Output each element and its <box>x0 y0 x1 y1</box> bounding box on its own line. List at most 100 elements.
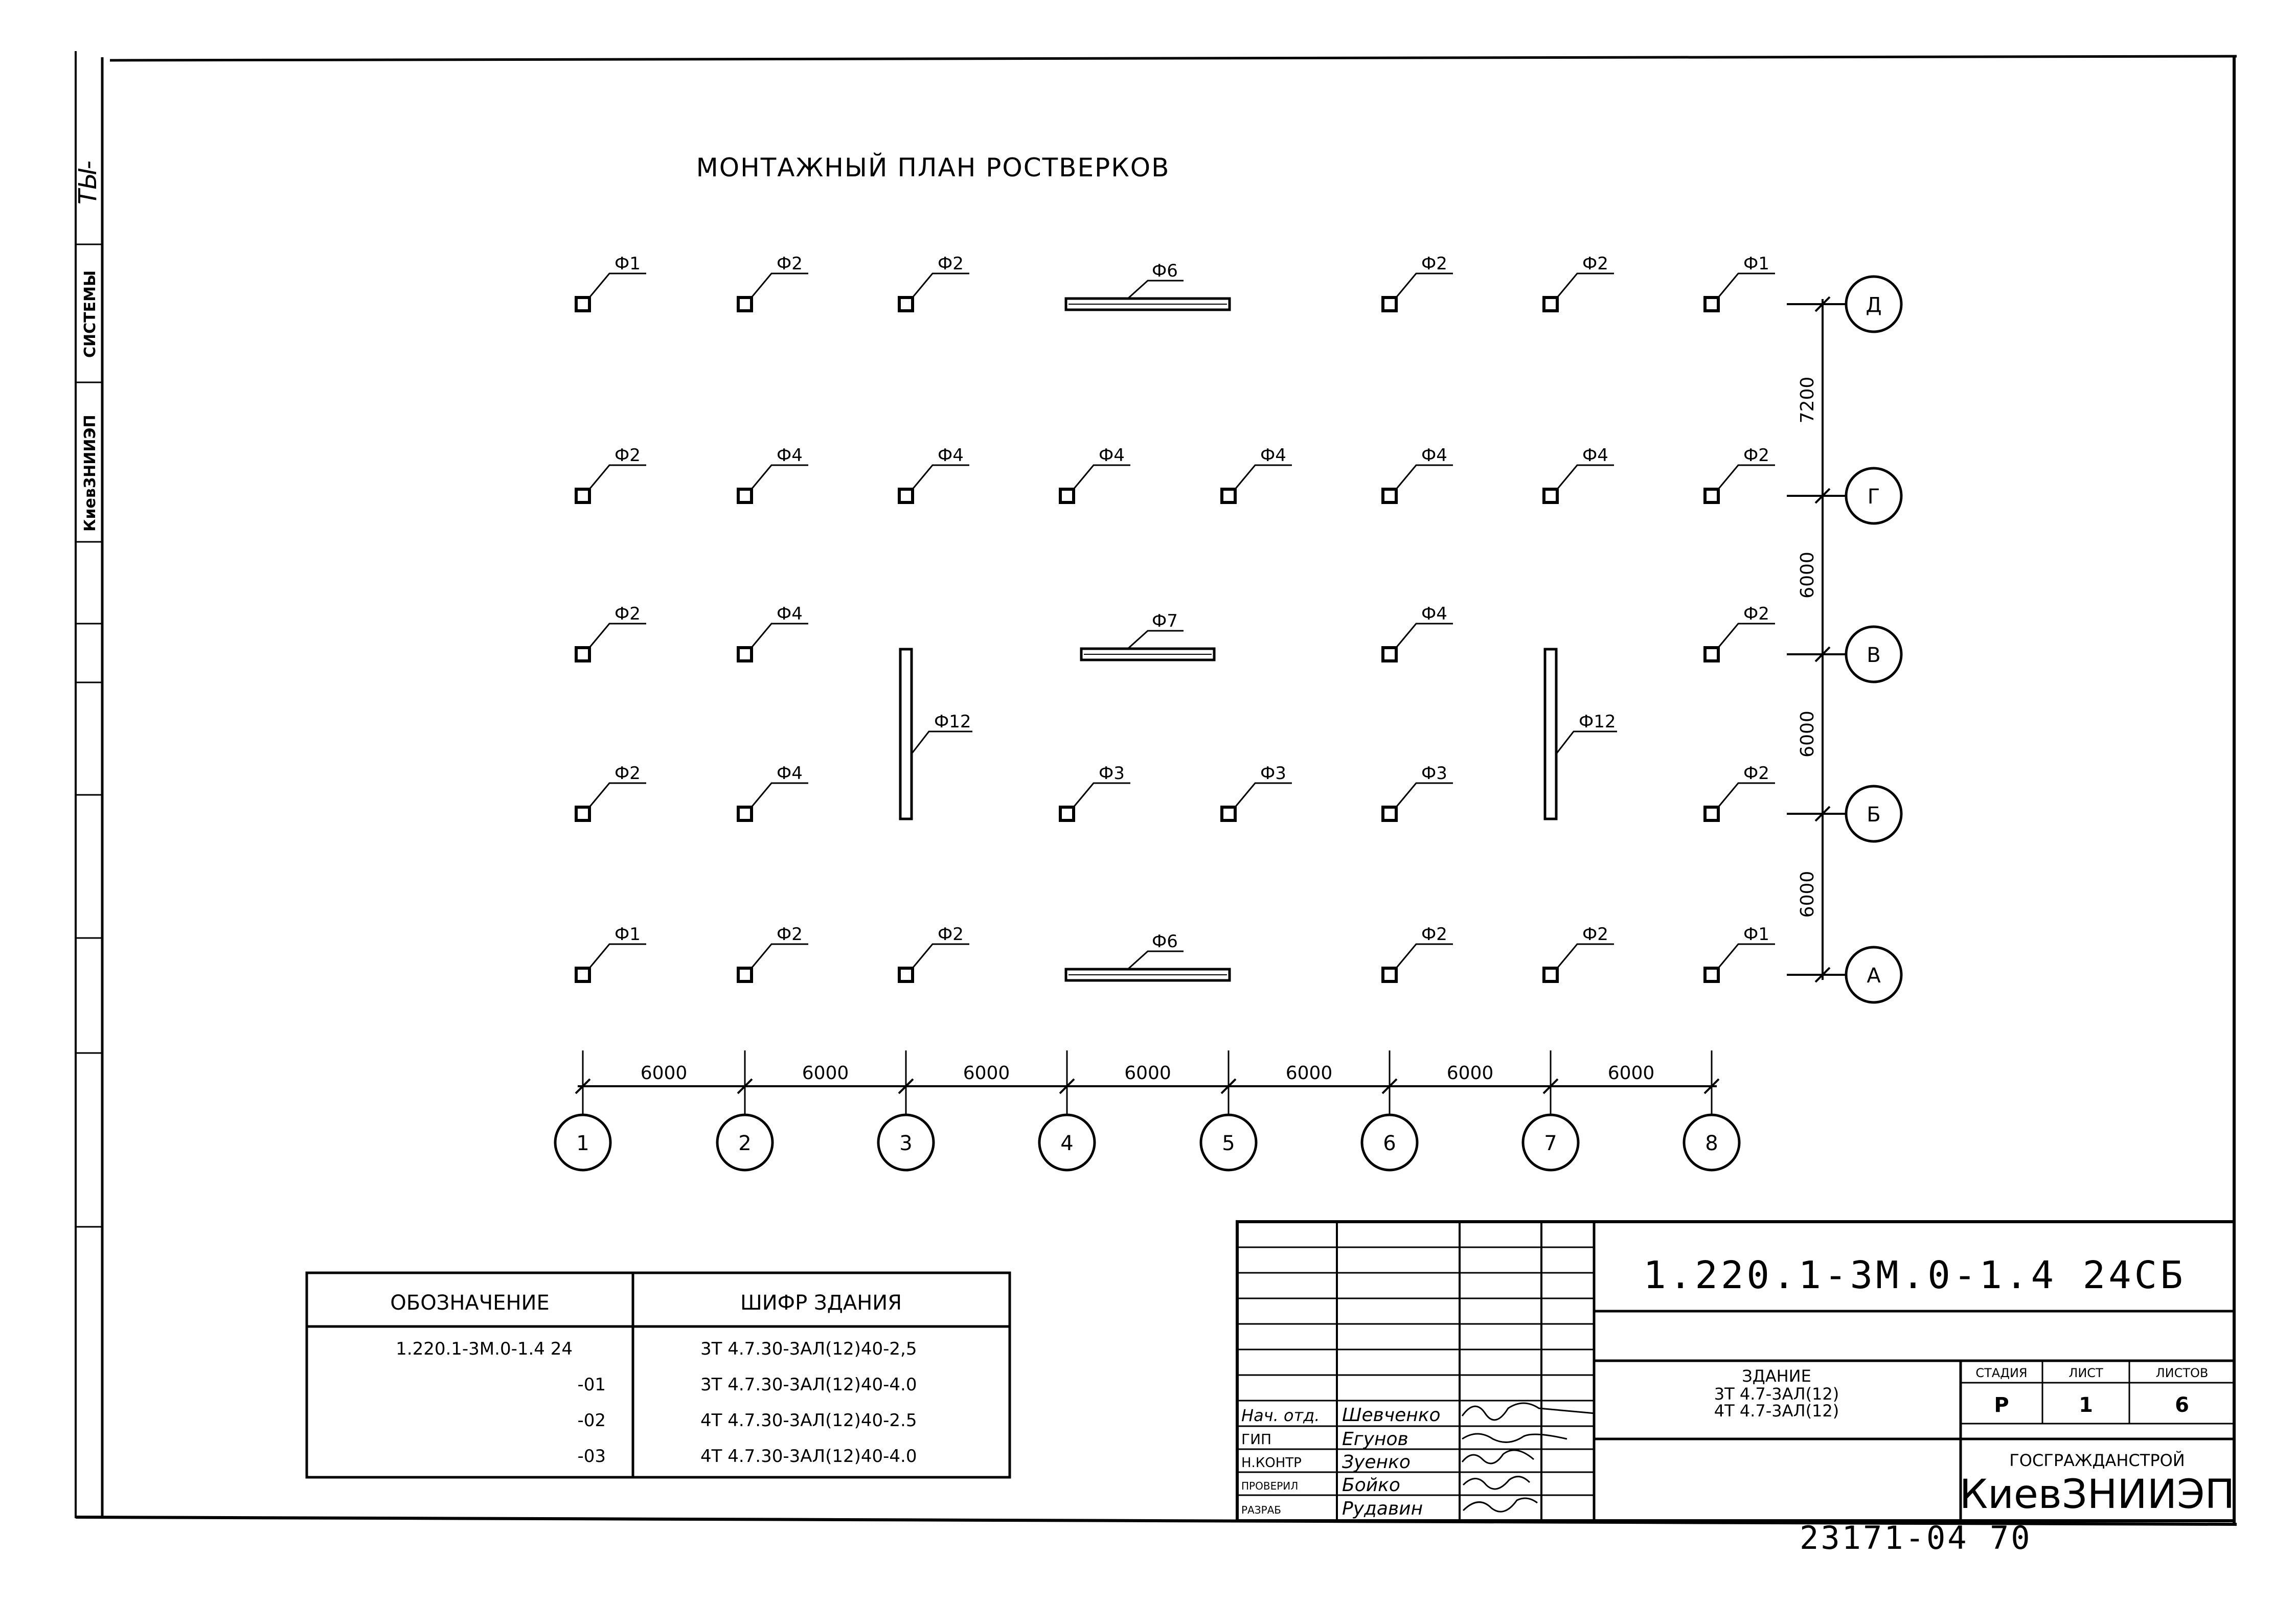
table-row: -01 3Т 4.7.30-3АЛ(12)40-4.0 <box>577 1375 917 1395</box>
table-cell-building-code: 4Т 4.7.30-3АЛ(12)40-2.5 <box>700 1410 917 1431</box>
pad-footing <box>737 296 753 312</box>
foundation-Ф2: Ф2 <box>1703 604 1775 662</box>
row-axis-4: Б <box>1787 785 1903 843</box>
foundation-Ф4: Ф4 <box>1542 445 1614 504</box>
foundation-Ф2: Ф2 <box>1542 924 1614 983</box>
pad-footing <box>898 967 914 983</box>
drawing-title: МОНТАЖНЫЙ ПЛАН РОСТВЕРКОВ <box>696 152 1170 182</box>
axis-label: 4 <box>1060 1132 1073 1155</box>
column-axis-5: 5 <box>1199 1113 1258 1172</box>
signature-name: Егунов <box>1342 1429 1408 1450</box>
leader-line <box>1556 943 1614 969</box>
foundation-label: Ф4 <box>1421 604 1447 624</box>
column-axis-2: 2 <box>716 1113 774 1172</box>
axis-bubble <box>1360 1113 1419 1172</box>
signature-role: Нач. отд. <box>1241 1406 1320 1425</box>
dimension-value: 6000 <box>1797 711 1818 758</box>
axis-bubble <box>1845 625 1903 683</box>
foundation-label: Ф1 <box>615 924 641 945</box>
foundation-label: Ф4 <box>1421 445 1447 466</box>
dimension-tick <box>1703 1078 1720 1094</box>
foundation-label: Ф2 <box>1743 763 1769 784</box>
row-axis-1: Д <box>1787 275 1903 333</box>
foundation-label: Ф2 <box>1421 254 1447 274</box>
pad-footing <box>1059 488 1075 504</box>
foundation-label: Ф2 <box>777 924 803 945</box>
dimension-value: 6000 <box>1447 1063 1494 1084</box>
foundation-Ф1: Ф1 <box>1703 924 1775 983</box>
pad-footing <box>737 806 753 822</box>
organization-name: КиевЗНИИЭП <box>1960 1472 2235 1518</box>
pad-footing <box>575 488 591 504</box>
table-row: -02 4Т 4.7.30-3АЛ(12)40-2.5 <box>577 1410 917 1431</box>
leader-line <box>750 272 808 299</box>
axis-label: 8 <box>1705 1132 1718 1155</box>
foundation-label: Ф4 <box>777 604 803 624</box>
row-axis-5: А <box>1787 946 1903 1004</box>
side-label-top: ТЫ- <box>74 161 102 204</box>
pad-footing <box>1542 967 1559 983</box>
pad-footing <box>1703 296 1720 312</box>
leader-line <box>750 782 808 808</box>
foundation-Ф1: Ф1 <box>1703 254 1775 312</box>
object-line: 3Т 4.7-3АЛ(12) <box>1714 1384 1839 1404</box>
axis-label: Б <box>1867 803 1880 827</box>
title-block-grid <box>1236 1220 2236 1522</box>
table-row: -03 4Т 4.7.30-3АЛ(12)40-4.0 <box>577 1446 917 1467</box>
foundation-Ф2: Ф2 <box>898 924 969 983</box>
signature-scribbles <box>1461 1402 1596 1513</box>
leader-line <box>1126 280 1184 300</box>
leader-line <box>1717 623 1775 649</box>
table-cell-building-code: 3Т 4.7.30-3АЛ(12)40-4.0 <box>700 1375 917 1395</box>
foundation-label: Ф2 <box>615 604 641 624</box>
leader-line <box>1395 623 1453 649</box>
dimension-value: 6000 <box>1286 1063 1333 1084</box>
dimension-tick <box>1814 646 1831 662</box>
leader-line <box>750 464 808 490</box>
table-cell-designation: 1.220.1-3М.0-1.4 24 <box>396 1339 573 1359</box>
leader-line <box>588 782 646 808</box>
sheets-value: 6 <box>2175 1393 2189 1417</box>
foundation-Ф2: Ф2 <box>1703 763 1775 822</box>
leader-line <box>911 464 969 490</box>
foundation-Ф2: Ф2 <box>1542 254 1614 312</box>
foundation-label: Ф4 <box>1260 445 1286 466</box>
leader-line <box>1126 630 1184 650</box>
foundation-Ф2: Ф2 <box>575 604 646 662</box>
axis-label: Г <box>1868 485 1880 509</box>
sheet-header: ЛИСТ <box>2068 1366 2103 1380</box>
foundation-label: Ф2 <box>938 254 964 274</box>
pad-footing <box>1059 806 1075 822</box>
pad-footing <box>1542 296 1559 312</box>
table-cell-building-code: 3Т 4.7.30-3АЛ(12)40-2,5 <box>700 1339 917 1359</box>
foundation-label: Ф2 <box>615 763 641 784</box>
dimension-tick <box>1814 488 1831 504</box>
leader-line <box>1072 782 1130 808</box>
column-axis-4: 4 <box>1038 1113 1096 1172</box>
foundation-label: Ф2 <box>938 924 964 945</box>
dimension-value: 6000 <box>802 1063 849 1084</box>
pad-footing <box>575 646 591 662</box>
foundation-Ф12: Ф12 <box>1543 648 1617 820</box>
dimension-value: 6000 <box>1797 871 1818 918</box>
foundation-Ф2: Ф2 <box>898 254 969 312</box>
dimension-tick <box>1814 296 1831 312</box>
axis-label: 5 <box>1222 1132 1235 1155</box>
axis-bubble <box>716 1113 774 1172</box>
sheet-frame <box>75 51 2237 1526</box>
pad-footing <box>737 488 753 504</box>
foundation-label: Ф4 <box>777 763 803 784</box>
table-cell-building-code: 4Т 4.7.30-3АЛ(12)40-4.0 <box>700 1446 917 1467</box>
foundation-Ф4: Ф4 <box>898 445 969 504</box>
signature-row: Н.КОНТР Зуенко <box>1241 1452 1411 1473</box>
leader-line <box>588 272 646 299</box>
axis-label: Д <box>1866 293 1881 317</box>
axis-bubble <box>1199 1113 1258 1172</box>
document-code: 1.220.1-3М.0-1.4 24СБ <box>1643 1253 2186 1297</box>
leader-line <box>1072 464 1130 490</box>
dimension-value: 6000 <box>1608 1063 1655 1084</box>
foundation-Ф1: Ф1 <box>575 924 646 983</box>
foundation-Ф4: Ф4 <box>737 445 808 504</box>
pad-footing <box>1381 967 1398 983</box>
